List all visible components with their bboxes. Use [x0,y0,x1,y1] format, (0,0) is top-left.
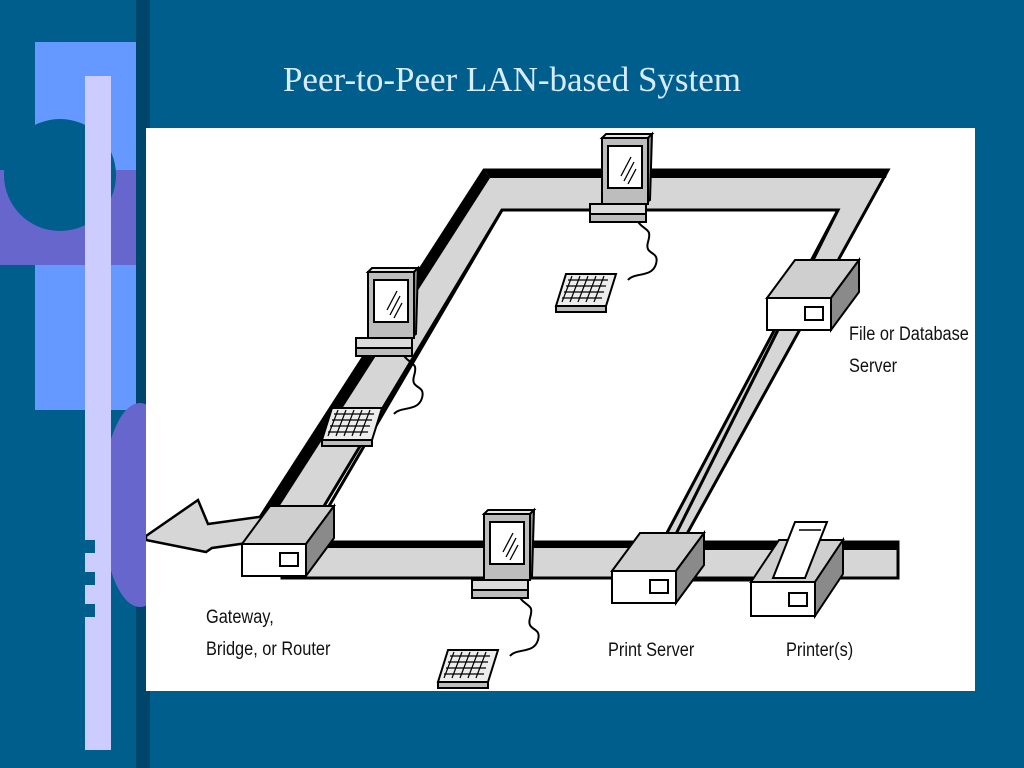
bar-notch-1 [85,540,95,553]
gateway-label-line2: Bridge, or Router [206,639,331,660]
network-diagram-drawing [146,133,900,689]
bar-notch-2 [85,572,95,585]
network-diagram: File or Database Server Gateway, Bridge,… [146,128,975,691]
slide-title: Peer-to-Peer LAN-based System [282,60,742,99]
file-server-device [766,259,860,331]
file-server-label-line2: Server [849,356,898,377]
lavender-bar [85,76,111,750]
workstation-top [555,133,658,313]
bar-notch-3 [85,604,95,617]
decorative-left-strip [0,0,150,768]
file-server-label-line1: File or Database [849,324,969,345]
print-server-label: Print Server [608,640,695,661]
workstation-left [321,267,424,447]
workstation-bottom [437,509,540,689]
lan-cable-ring [242,168,900,582]
gateway-label-line1: Gateway, [206,607,274,628]
printer-label: Printer(s) [786,640,854,661]
purple-ellipse [102,403,150,607]
printer-device [749,521,845,620]
